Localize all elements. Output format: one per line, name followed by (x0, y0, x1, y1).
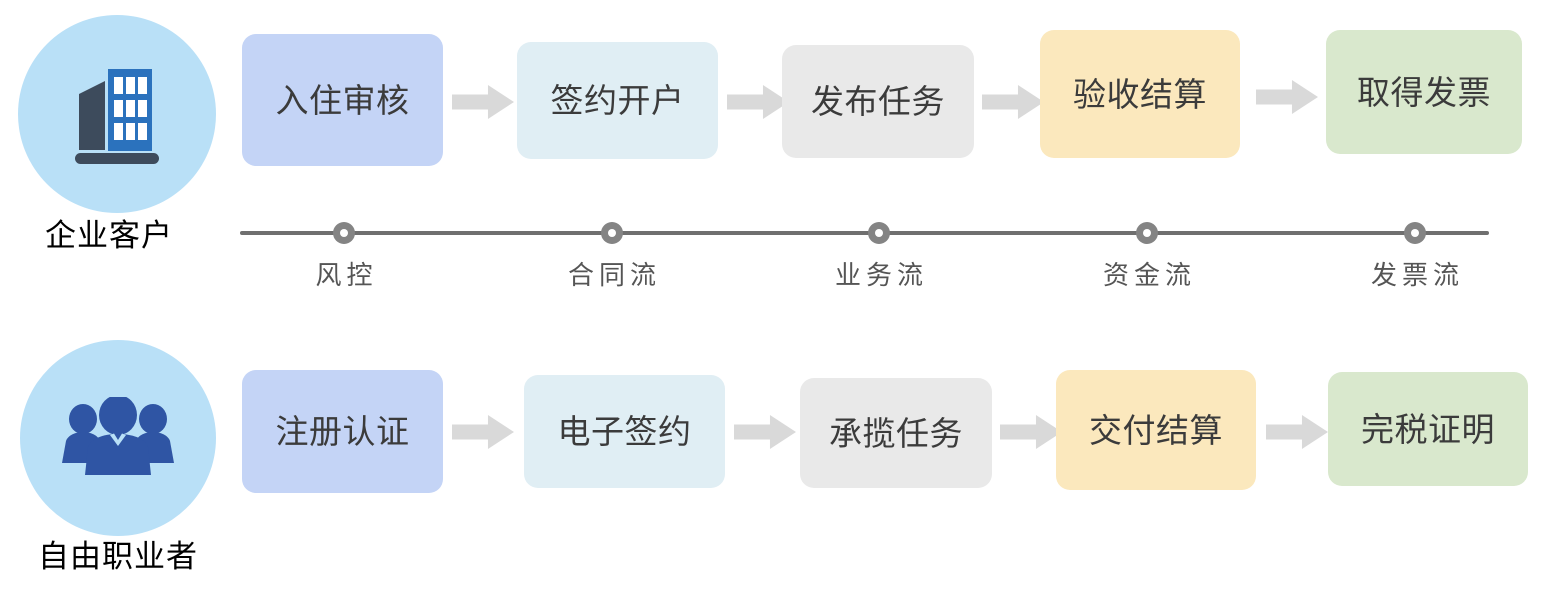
freelancer-step-3[interactable]: 承揽任务 (800, 378, 992, 488)
timeline-label-2: 合同流 (567, 260, 662, 290)
freelancer-step-2[interactable]: 电子签约 (524, 375, 725, 488)
enterprise-arrow-3 (982, 85, 1044, 119)
enterprise-step-1-label: 入住审核 (275, 81, 410, 119)
freelancer-arrow-1 (452, 415, 514, 449)
freelancer-step-5[interactable]: 完税证明 (1328, 372, 1528, 486)
timeline-label-1: 风控 (315, 260, 378, 290)
freelancer-step-4-label: 交付结算 (1089, 411, 1223, 449)
people-group-icon (62, 397, 174, 475)
freelancer-arrow-4 (1266, 415, 1328, 449)
freelancer-label: 自由职业者 (38, 539, 198, 574)
enterprise-step-3[interactable]: 发布任务 (782, 45, 974, 158)
freelancer-step-2-label: 电子签约 (557, 413, 692, 450)
timeline-dot-1[interactable] (333, 222, 355, 244)
freelancer-step-3-label: 承揽任务 (829, 414, 963, 452)
timeline-axis (240, 231, 1489, 235)
freelancer-step-1[interactable]: 注册认证 (242, 370, 443, 493)
enterprise-arrow-1 (452, 85, 514, 119)
timeline-label-5: 发票流 (1370, 260, 1465, 290)
enterprise-step-5[interactable]: 取得发票 (1326, 30, 1522, 154)
freelancer-step-4[interactable]: 交付结算 (1056, 370, 1256, 490)
timeline-label-4: 资金流 (1102, 260, 1197, 290)
enterprise-step-3-label: 发布任务 (811, 83, 945, 120)
enterprise-arrow-2 (727, 85, 789, 119)
enterprise-step-4-label: 验收结算 (1073, 75, 1207, 113)
enterprise-arrow-4 (1256, 80, 1318, 114)
enterprise-step-2-label: 签约开户 (550, 82, 685, 119)
freelancer-arrow-2 (734, 415, 796, 449)
enterprise-step-1[interactable]: 入住审核 (242, 34, 443, 166)
freelancer-step-1-label: 注册认证 (275, 413, 410, 450)
enterprise-step-2[interactable]: 签约开户 (517, 42, 718, 159)
enterprise-client-label: 企业客户 (45, 218, 173, 253)
timeline-dot-2[interactable] (601, 222, 623, 244)
timeline-dot-5[interactable] (1404, 222, 1426, 244)
freelancer-step-5-label: 完税证明 (1361, 410, 1495, 448)
timeline-label-3: 业务流 (834, 260, 929, 290)
enterprise-client-avatar (18, 15, 216, 213)
office-building-icon (75, 69, 159, 164)
freelancer-arrow-3 (1000, 415, 1062, 449)
enterprise-step-4[interactable]: 验收结算 (1040, 30, 1240, 158)
enterprise-step-5-label: 取得发票 (1357, 73, 1491, 111)
timeline-dot-4[interactable] (1136, 222, 1158, 244)
freelancer-avatar (20, 340, 216, 536)
timeline-dot-3[interactable] (868, 222, 890, 244)
